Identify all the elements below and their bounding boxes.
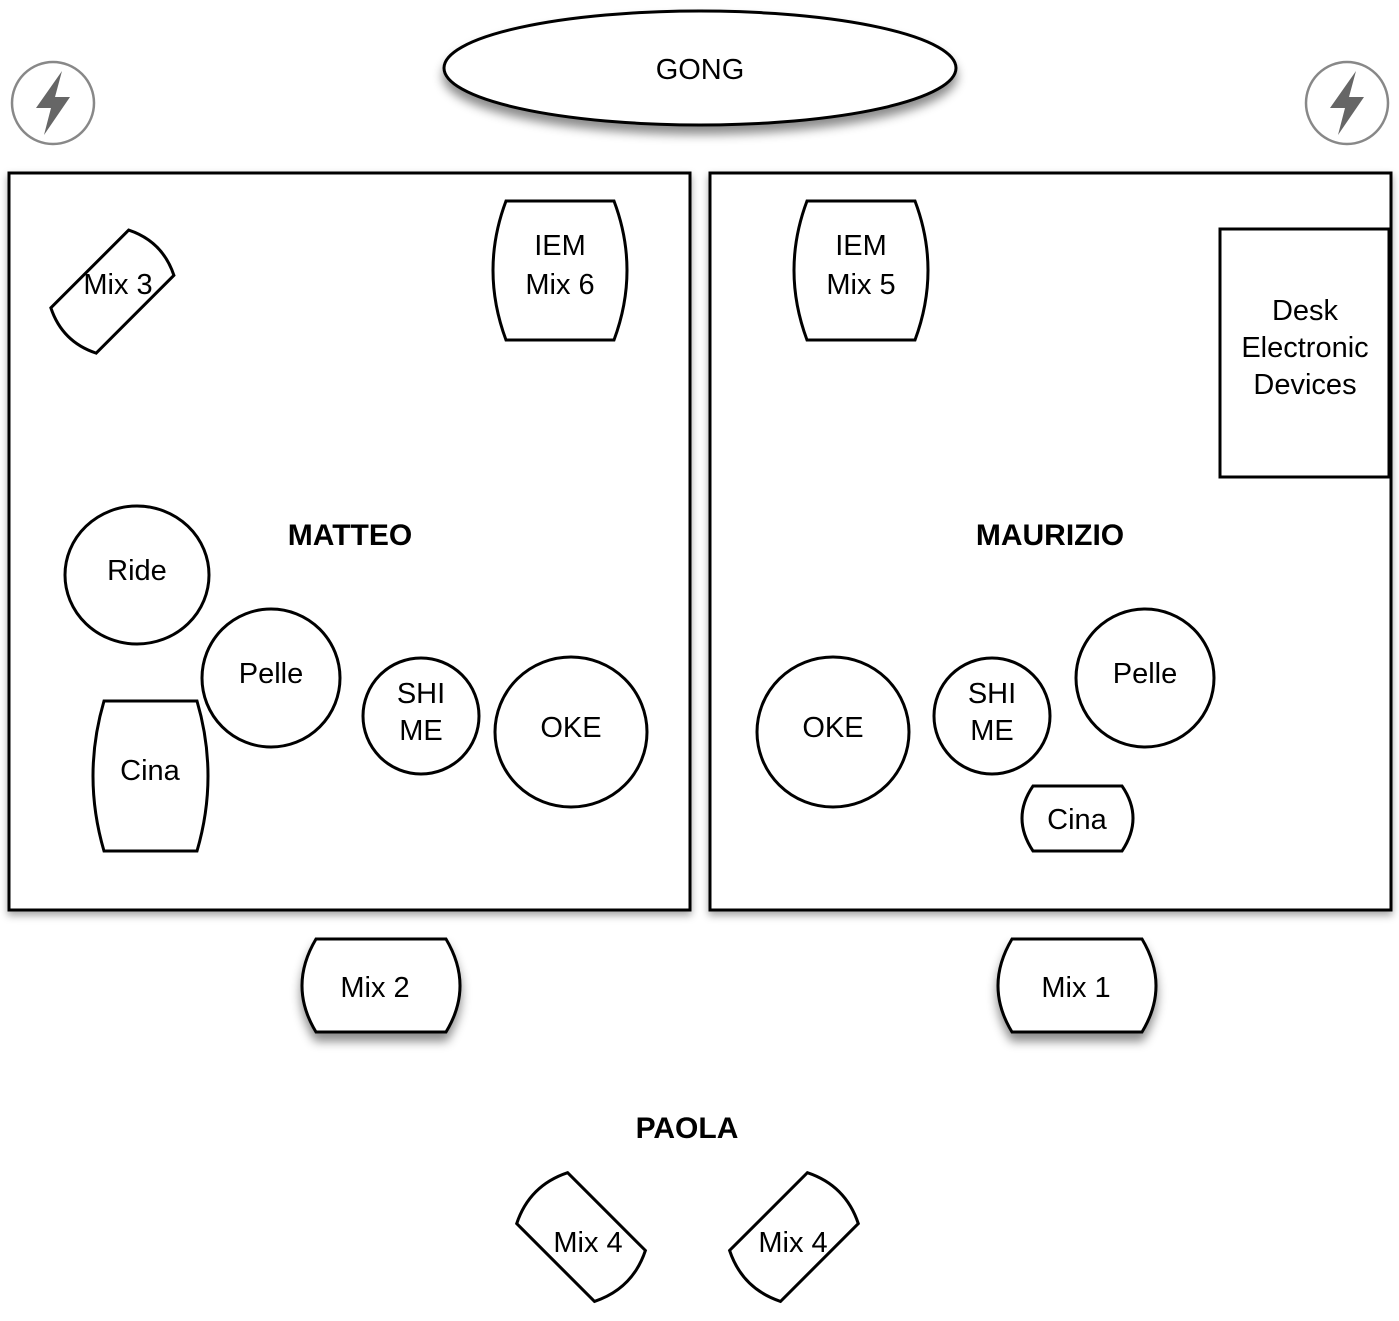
performer-maurizio: MAURIZIO xyxy=(976,519,1124,552)
lightning-bolt-icon xyxy=(1330,71,1364,135)
iem-mix5: IEM Mix 5 xyxy=(792,199,930,342)
oke-label-maurizio: OKE xyxy=(802,712,863,744)
drum-oke-maurizio: OKE xyxy=(755,655,911,809)
shime-line2-matteo: ME xyxy=(399,715,443,747)
mix4-right-label: Mix 4 xyxy=(758,1227,827,1259)
gong-label: GONG xyxy=(656,54,745,86)
monitor-mix2: Mix 2 xyxy=(300,937,462,1034)
iem6-line1: IEM xyxy=(534,230,586,262)
desk-line1: Desk xyxy=(1272,295,1339,327)
drum-shime-matteo: SHI ME xyxy=(361,656,481,776)
mix1-label: Mix 1 xyxy=(1041,972,1110,1004)
oke-label-matteo: OKE xyxy=(540,712,601,744)
cymbal-cina-matteo: Cina xyxy=(91,699,210,853)
desk-line2: Electronic xyxy=(1241,332,1368,364)
iem6-line2: Mix 6 xyxy=(525,269,594,301)
shime-line1-maurizio: SHI xyxy=(968,678,1016,710)
desk-line3: Devices xyxy=(1253,369,1356,401)
performer-paola: PAOLA xyxy=(636,1112,739,1145)
drum-oke-matteo: OKE xyxy=(493,655,649,809)
ride-label: Ride xyxy=(107,555,167,587)
mix2-label: Mix 2 xyxy=(340,972,409,1004)
power-outlet-right xyxy=(1304,60,1390,146)
ride-cymbal: Ride xyxy=(63,504,211,646)
monitor-mix1: Mix 1 xyxy=(996,937,1158,1034)
iem5-line2: Mix 5 xyxy=(826,269,895,301)
mix3-label: Mix 3 xyxy=(83,269,152,301)
mix4-left-label: Mix 4 xyxy=(553,1227,622,1259)
power-outlet-left xyxy=(10,60,96,146)
lightning-bolt-icon xyxy=(36,71,70,135)
monitor-mix3 xyxy=(49,228,176,355)
cina-label-maurizio: Cina xyxy=(1047,804,1108,836)
drum-pelle-maurizio: Pelle xyxy=(1074,607,1216,749)
iem-mix6: IEM Mix 6 xyxy=(491,199,629,342)
desk-electronic-devices: Desk Electronic Devices xyxy=(1218,227,1391,479)
shime-line2-maurizio: ME xyxy=(970,715,1014,747)
pelle-label-matteo: Pelle xyxy=(239,658,304,690)
monitor-mix4-left xyxy=(514,1170,648,1304)
drum-pelle-matteo: Pelle xyxy=(200,607,342,749)
iem5-line1: IEM xyxy=(835,230,887,262)
cina-label-matteo: Cina xyxy=(120,755,181,787)
gong: GONG xyxy=(442,9,958,127)
performer-matteo: MATTEO xyxy=(288,519,412,552)
pelle-label-maurizio: Pelle xyxy=(1113,658,1178,690)
drum-shime-maurizio: SHI ME xyxy=(932,656,1052,776)
monitor-mix4-right xyxy=(727,1170,861,1304)
shime-line1-matteo: SHI xyxy=(397,678,445,710)
cymbal-cina-maurizio: Cina xyxy=(1020,784,1135,853)
